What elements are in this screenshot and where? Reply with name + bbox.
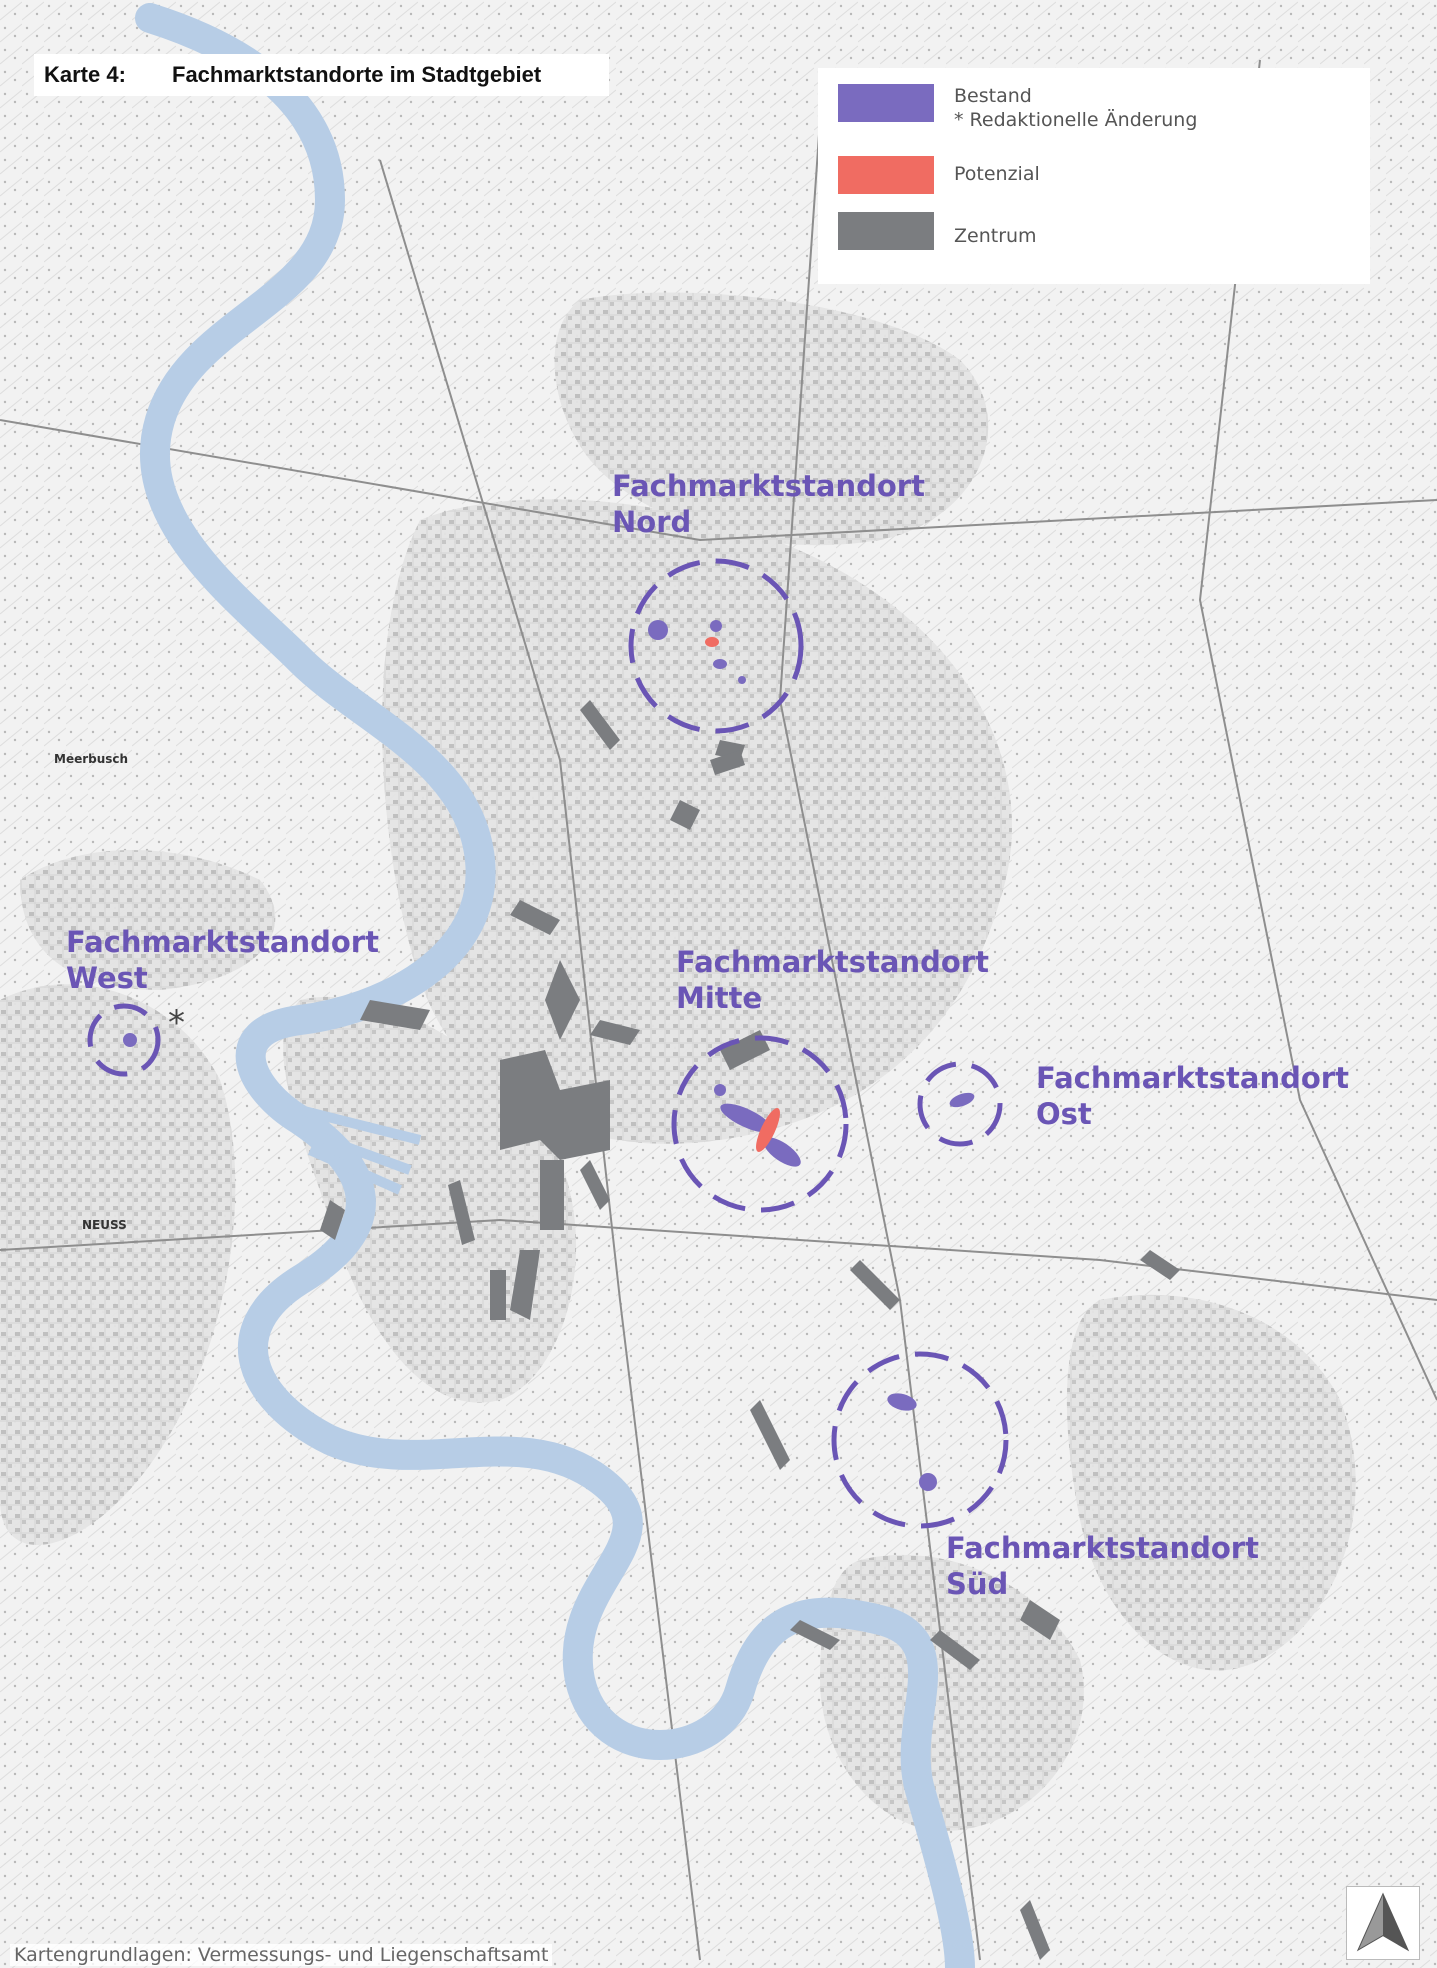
zentrum-areas [320,700,1180,1960]
site-label-nord: Fachmarktstandort Nord [612,469,925,539]
redaktionelle-aenderung-asterisk: * [168,1003,185,1043]
legend-swatch-bestand [838,84,934,122]
harbour-basins [298,1105,422,1195]
map-title-number: Karte 4: [44,62,126,87]
site-sued-circle [831,1351,1009,1529]
legend-label-potenzial: Potenzial [954,163,1040,185]
north-arrow-icon [1346,1886,1420,1960]
legend-label-bestand: Bestand [954,85,1032,107]
place-label-neuss: NEUSS [82,1218,127,1232]
site-label-sued: Fachmarktstandort Süd [946,1531,1259,1601]
site-west-circle [87,1003,161,1077]
map-legend: Bestand * Redaktionelle Änderung Potenzi… [818,68,1370,284]
highways [0,59,1437,1961]
rhine-river [135,3,975,1968]
legend-item-potenzial: Potenzial [838,156,1040,194]
place-label-meerbusch: Meerbusch [54,752,129,766]
site-label-west: Fachmarktstandort West [66,925,379,995]
site-circles [87,558,1009,1529]
potenzial-markers [705,637,780,1152]
site-ost-circle [917,1061,1003,1147]
site-label-ost: Fachmarktstandort Ost [1036,1061,1349,1131]
map-title-text: Fachmarktstandorte im Stadtgebiet [172,62,542,87]
site-label-mitte: Fachmarktstandort Mitte [676,945,989,1015]
map-title: Karte 4: Fachmarktstandorte im Stadtgebi… [34,54,609,96]
site-nord-circle [628,558,804,734]
legend-item-zentrum: Zentrum [838,212,1037,250]
legend-label-zentrum: Zentrum [954,225,1037,247]
map-source-credit: Kartengrundlagen: Vermessungs- und Liege… [10,1944,553,1966]
legend-swatch-zentrum [838,212,934,250]
bestand-markers [123,620,975,1491]
legend-note-bestand: * Redaktionelle Änderung [954,109,1198,131]
legend-item-bestand: Bestand * Redaktionelle Änderung [838,84,1197,132]
legend-swatch-potenzial [838,156,934,194]
site-mitte-circle [671,1035,849,1213]
